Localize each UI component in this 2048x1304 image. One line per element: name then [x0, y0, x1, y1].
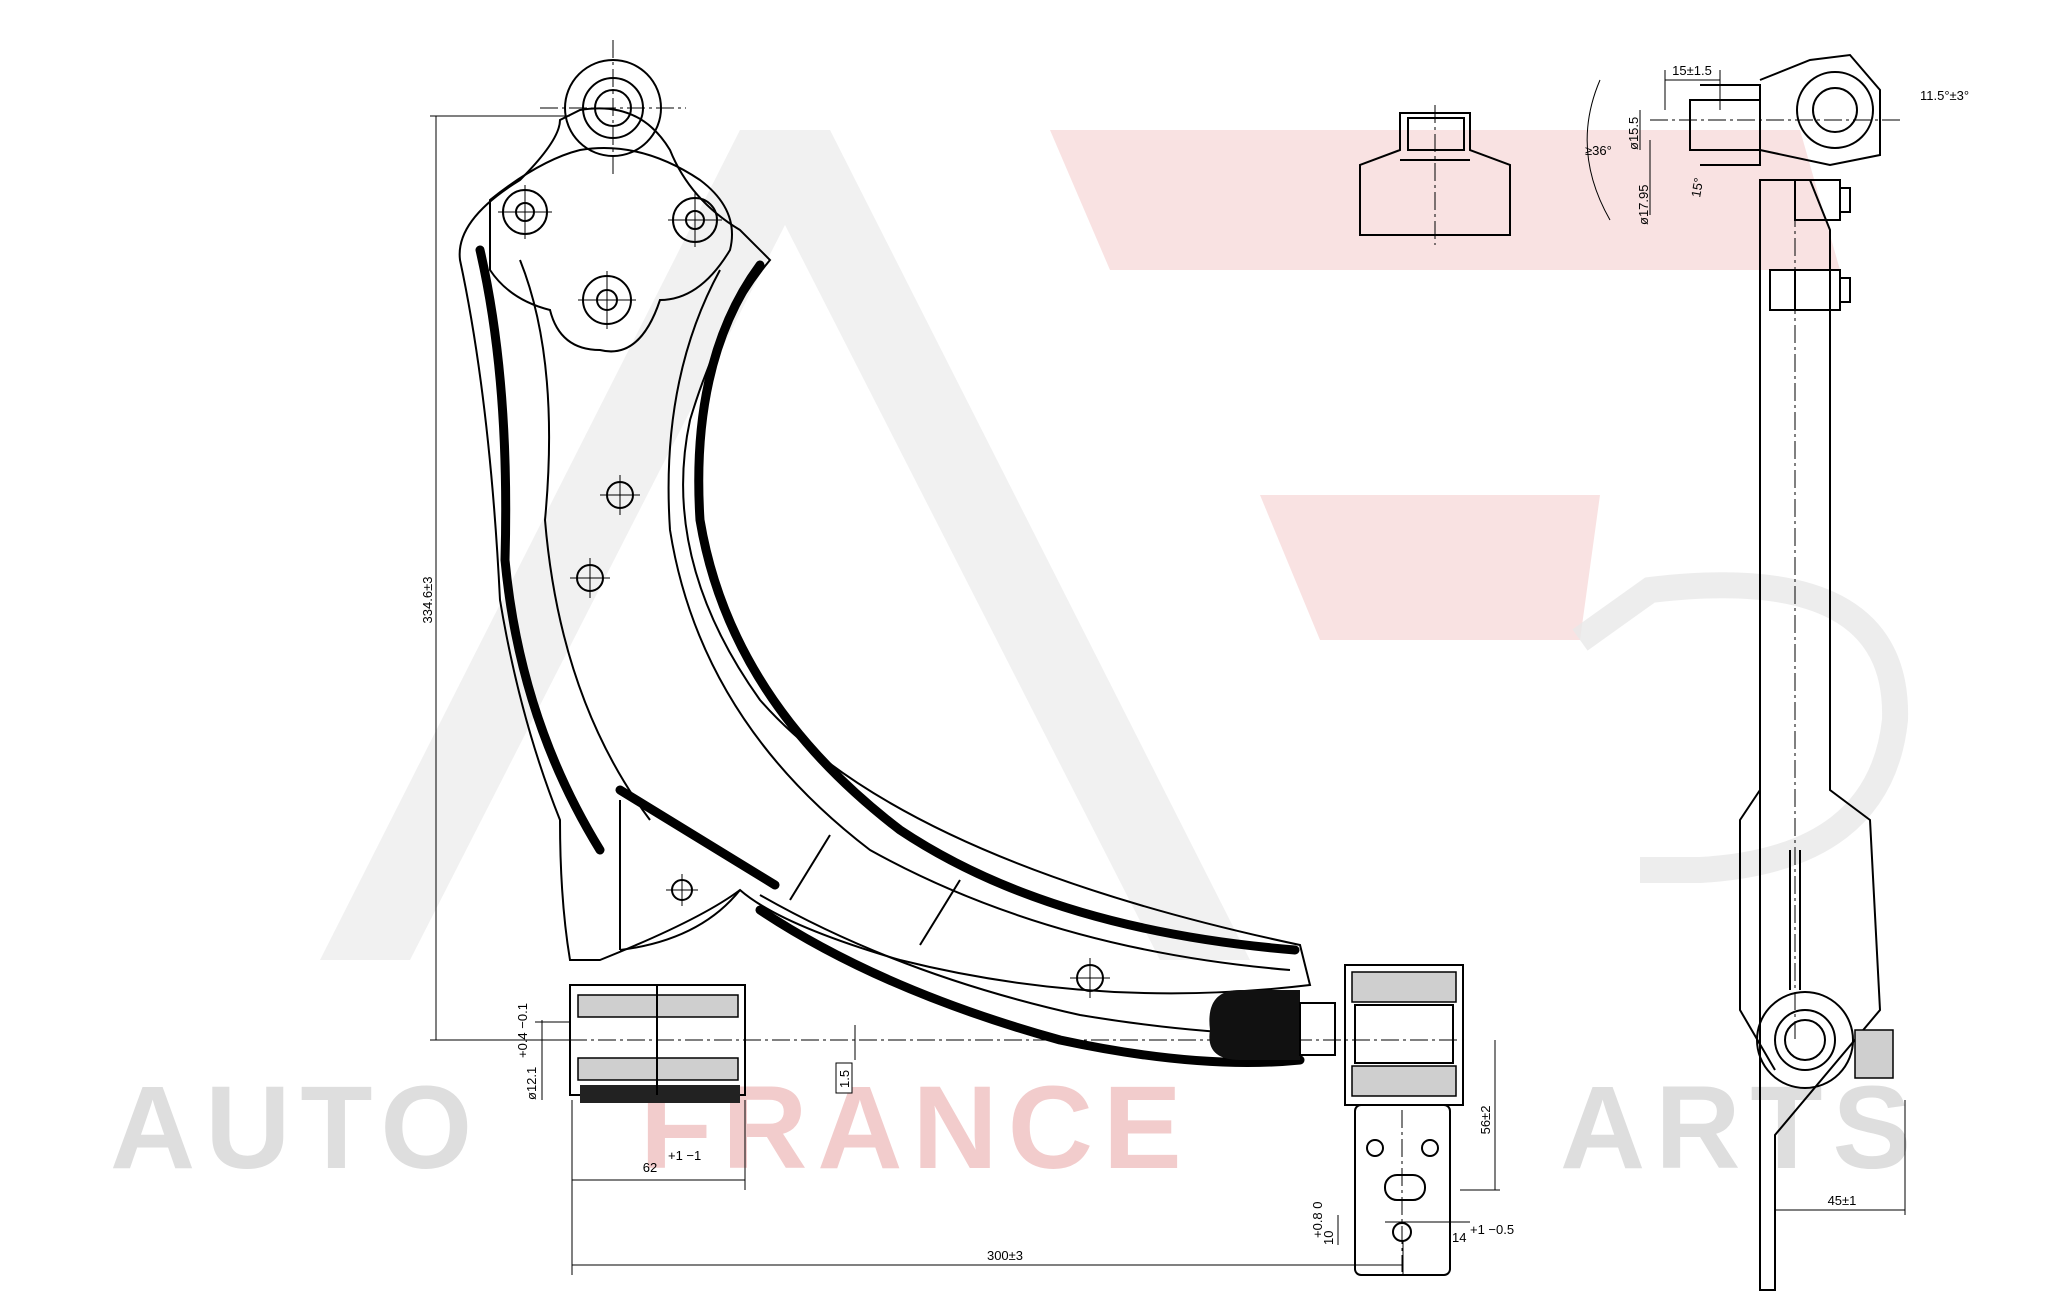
dimension-labels: 334.6±3 300±3 62 +1 −1 ø12.1 +0.4 −0.1 1…	[420, 577, 1514, 1263]
side-view-nut-upper	[1794, 179, 1851, 221]
side-view-nut-lower	[1769, 269, 1851, 311]
bushing-width-label: 62	[643, 1160, 657, 1175]
arm-thick-edge-right	[694, 260, 1300, 955]
flange-bolt-right	[668, 193, 722, 247]
pin-diameter-a-label: ø15.5	[1626, 117, 1641, 150]
angle-tilt-label: 11.5°±3°	[1920, 88, 1969, 103]
arm-thick-flange	[615, 785, 780, 890]
bushing-diameter-label: ø12.1	[524, 1067, 539, 1100]
watermark-p-shape	[1572, 572, 1909, 883]
height-dimension-label: 334.6±3	[420, 577, 435, 624]
bushing-width-tol-label: +1 −1	[668, 1148, 701, 1163]
slot-width-tol-label: +0.8 0	[1310, 1201, 1325, 1238]
offset-label: 1.5	[837, 1070, 852, 1088]
bushing-diameter-tol-label: +0.4 −0.1	[515, 1003, 530, 1058]
arm-thick-edge-lower	[755, 905, 1305, 1067]
watermark-text-auto: AUTO	[110, 1062, 482, 1194]
bracket-height-label: 56±2	[1478, 1106, 1493, 1135]
slot-width-label: 10	[1321, 1231, 1336, 1245]
control-arm-side-view	[1586, 53, 1906, 1291]
watermark-text-arts: ARTS	[1560, 1062, 1921, 1194]
length-dimension-label: 300±3	[987, 1248, 1023, 1263]
watermark-text-france: FRANCE	[640, 1062, 1192, 1194]
watermark-red-stripe-top	[1050, 130, 1840, 270]
dimension-lines	[430, 115, 1500, 1275]
flange-bolt-bottom	[578, 271, 636, 329]
arm-hole-4	[1070, 958, 1110, 998]
arm-thick-edge-left	[475, 245, 605, 855]
watermark-logo: AUTO FRANCE ARTS	[110, 130, 1921, 1194]
ball-joint-top	[540, 40, 686, 176]
arm-hole-3	[666, 874, 698, 906]
arm-inner-rib	[519, 259, 651, 821]
arm-hole-2	[570, 558, 610, 598]
side-view-bushing	[1756, 991, 1894, 1089]
arm-bracket-area	[619, 800, 741, 951]
pin-diameter-b-label: ø17.95	[1636, 185, 1651, 225]
ball-pin-length-label: 15±1.5	[1672, 63, 1712, 78]
arm-hole-1	[600, 475, 640, 515]
rear-bushing	[1209, 964, 1464, 1106]
ball-joint-flange	[489, 147, 733, 353]
watermark-red-stripe-mid	[1260, 495, 1600, 640]
bushing-section-view	[1359, 105, 1511, 245]
watermark-a-shape	[320, 130, 1250, 960]
side-width-label: 45±1	[1828, 1193, 1857, 1208]
front-bushing	[540, 984, 1460, 1103]
control-arm-front-view	[458, 40, 1464, 1276]
angle-max-label: ≥36°	[1585, 143, 1612, 158]
flange-bolt-left	[498, 185, 552, 239]
arm-web-line-b	[919, 879, 961, 946]
arm-web-line-a	[789, 834, 831, 901]
ball-joint-detail	[1650, 53, 1900, 167]
slot-length-label: 14	[1452, 1230, 1466, 1245]
side-view-labels: 45±1 15±1.5 ≥36° 11.5°±3° ø15.5 ø17.95 1…	[1585, 63, 1969, 1208]
slot-length-tol-label: +1 −0.5	[1470, 1222, 1514, 1237]
taper-angle-label: 15°	[1688, 177, 1706, 199]
arm-inner-rib-2	[667, 269, 1291, 971]
